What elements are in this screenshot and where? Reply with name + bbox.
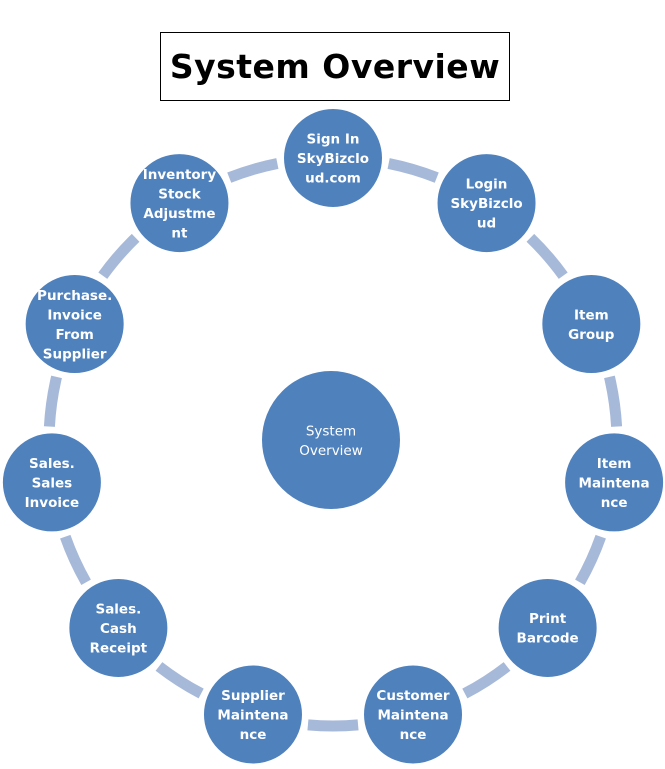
node-sign-in[interactable]: Sign In SkyBizclo ud.com — [282, 107, 384, 209]
ring-connector — [604, 375, 623, 427]
node-circle[interactable] — [128, 152, 231, 255]
node-label-line: SkyBizclo — [297, 151, 369, 167]
ring-connector — [60, 534, 91, 586]
node-label-line: Receipt — [90, 640, 148, 656]
node-label-line: SkyBizclo — [450, 196, 522, 212]
node-circle[interactable] — [201, 663, 304, 766]
node-label-line: Login — [466, 177, 508, 193]
ring-connectors — [43, 158, 623, 732]
node-label-line: Maintena — [579, 475, 650, 491]
node-circle[interactable] — [496, 576, 599, 679]
diagram-title-box: System Overview — [160, 32, 510, 101]
node-label-line: Stock — [158, 186, 201, 202]
node-label-line: ud — [477, 216, 496, 232]
ring-connector — [575, 534, 606, 586]
ring-connector — [98, 233, 140, 279]
node-label-line: nt — [171, 225, 188, 241]
node-label-line: Group — [568, 327, 615, 343]
node-label-line: Invoice — [25, 495, 80, 511]
node-label-line: Sales. — [95, 601, 141, 617]
node-label-line: Barcode — [517, 631, 579, 647]
ring-connector — [227, 158, 279, 183]
node-label-line: Purchase. — [37, 288, 112, 304]
node-label-line: Inventory — [143, 167, 217, 183]
node-label-line: Maintena — [377, 707, 448, 723]
node-circle[interactable] — [563, 431, 665, 534]
node-label-line: Cash — [100, 621, 137, 637]
center-node[interactable] — [260, 369, 402, 511]
node-label-line: Sales. — [29, 456, 75, 472]
node-label-line: nce — [240, 727, 267, 743]
ring-connector — [387, 158, 439, 183]
node-label-line: Overview — [299, 443, 363, 459]
node-circle[interactable] — [0, 431, 103, 534]
node-label-line: Item — [597, 456, 632, 472]
node-circle[interactable] — [23, 273, 126, 376]
node-label-line: Invoice — [47, 307, 102, 323]
node-label-line: Print — [529, 611, 567, 627]
node-circle[interactable] — [67, 576, 170, 679]
node-label-line: nce — [400, 727, 427, 743]
node-circle[interactable] — [435, 152, 538, 255]
node-label-line: Adjustme — [143, 206, 215, 222]
node-label-line: Customer — [376, 688, 450, 704]
node-label-line: Supplier — [43, 346, 107, 362]
diagram-title: System Overview — [169, 47, 501, 86]
node-label-line: Supplier — [221, 688, 285, 704]
node-label-line: Item — [574, 307, 609, 323]
node-label-line: From — [55, 327, 93, 343]
node-label-line: nce — [601, 495, 628, 511]
node-circle[interactable] — [282, 107, 384, 209]
node-label-line: System — [306, 423, 356, 439]
node-label-line: Sales — [32, 475, 73, 491]
ring-connector — [462, 662, 511, 699]
node-label-line: ud.com — [305, 171, 361, 187]
node-circle[interactable] — [540, 273, 643, 376]
ring-connector — [43, 375, 62, 427]
node-label-line: Maintena — [217, 707, 288, 723]
node-label: Sign In SkyBizclo ud.com — [297, 132, 369, 187]
node-label-line: Sign In — [307, 132, 360, 148]
ring-connector — [526, 233, 568, 279]
ring-connector — [155, 662, 204, 699]
ring-connector — [307, 719, 359, 732]
node-circle[interactable] — [362, 663, 465, 766]
